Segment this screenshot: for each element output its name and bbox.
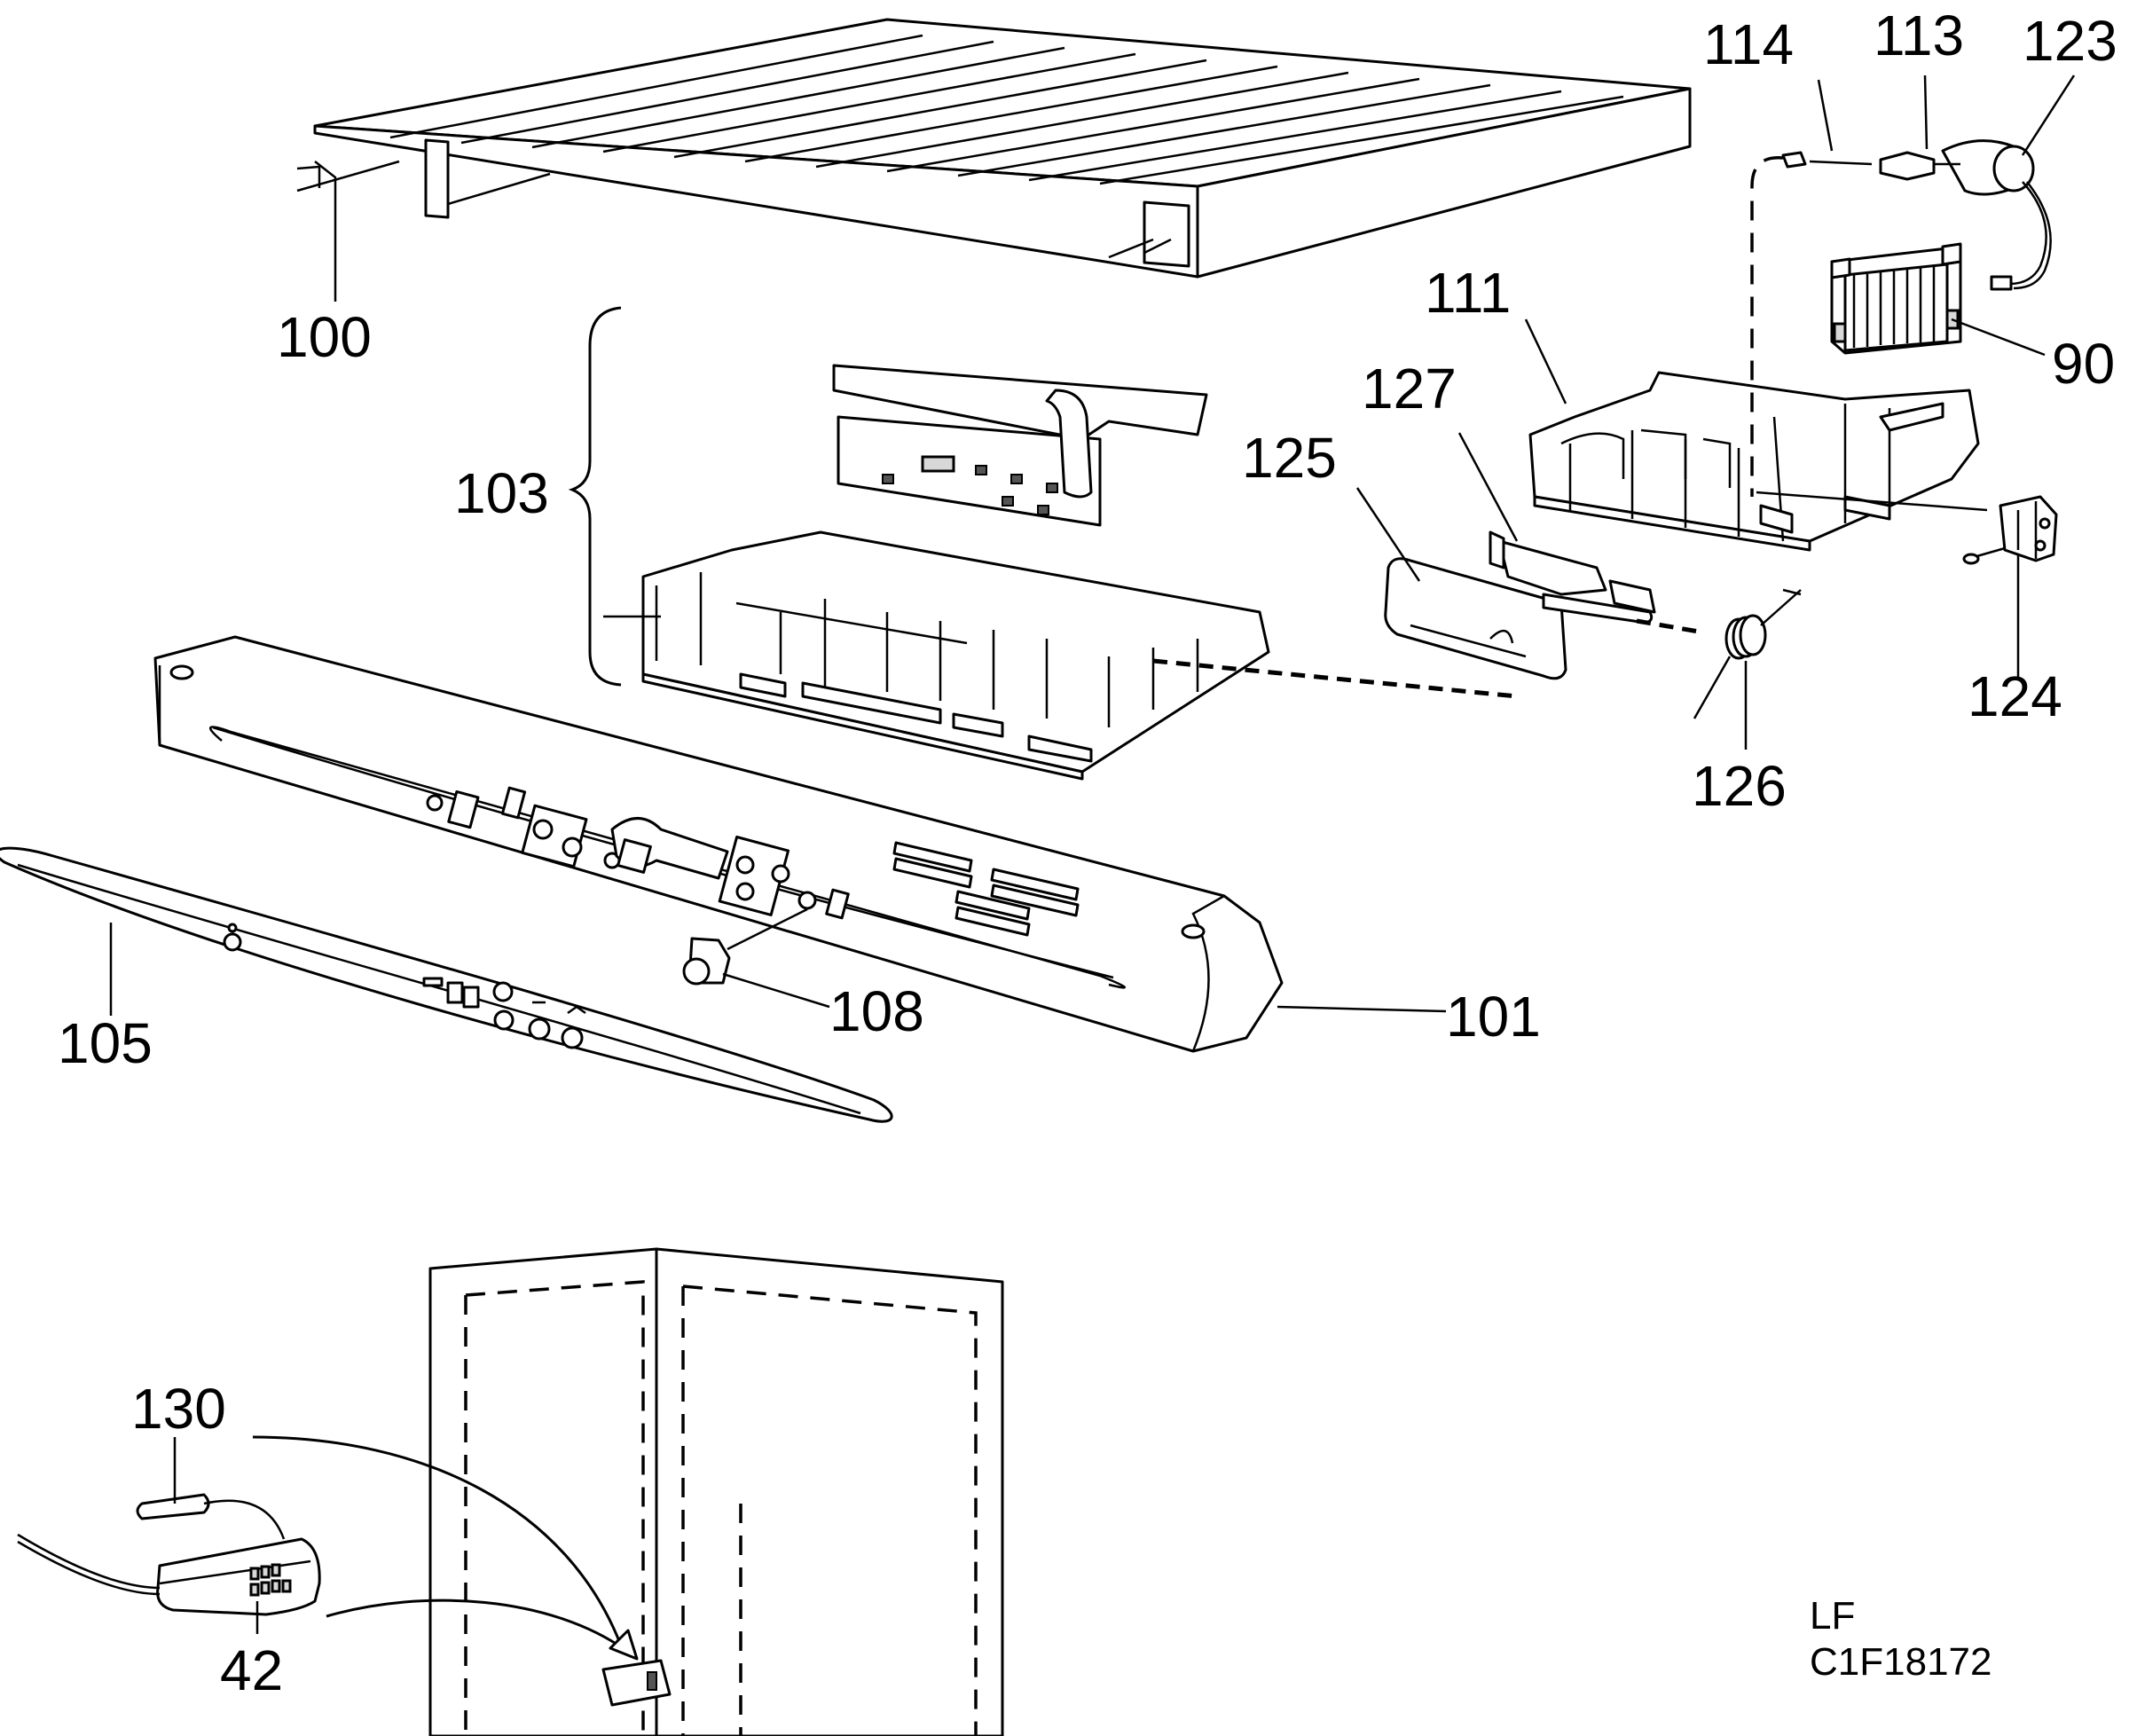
- callout-100: 100: [277, 305, 372, 369]
- sensor-module-part: [17, 1493, 321, 1616]
- callout-113: 113: [1874, 4, 1964, 67]
- cabinet-outline: [428, 1247, 1004, 1736]
- top-cover-part: [296, 18, 1692, 279]
- assembly-path-dashed-2: [1636, 618, 1700, 634]
- push-button-part: [682, 907, 830, 1009]
- callout-125: 125: [1242, 426, 1337, 490]
- install-arrows: [252, 1435, 639, 1661]
- callout-101: 101: [1446, 985, 1541, 1049]
- transformer-part: [1830, 242, 1962, 355]
- callout-126: 126: [1692, 754, 1787, 818]
- drawing-ref-line1: LF: [1810, 1594, 1855, 1638]
- leader-lines: [109, 75, 2076, 1634]
- hinge-part: [1962, 495, 2058, 565]
- drawing-ref-line2: C1F18172: [1810, 1640, 1992, 1684]
- spring-part: [1693, 588, 1802, 719]
- front-panel-part: [153, 635, 1284, 1053]
- latch-part: [1384, 530, 1656, 680]
- callout-124: 124: [1968, 664, 2062, 728]
- callout-130: 130: [131, 1377, 226, 1441]
- assembly-bracket: [568, 306, 622, 687]
- callout-103: 103: [454, 461, 549, 525]
- callout-111: 111: [1425, 261, 1511, 325]
- power-cable-part: [1781, 139, 2052, 291]
- decor-strip-part: [0, 846, 893, 1123]
- assembly-path-dashed: [1152, 658, 1518, 699]
- control-housing-part: [603, 364, 1270, 781]
- callout-123: 123: [2023, 9, 2117, 73]
- callout-105: 105: [58, 1011, 153, 1075]
- callout-90: 90: [2052, 332, 2115, 396]
- callout-114: 114: [1703, 12, 1794, 76]
- callout-42: 42: [220, 1638, 283, 1702]
- rear-housing-part: [1528, 371, 1988, 552]
- vent-slots: [892, 841, 1080, 937]
- callout-127: 127: [1362, 357, 1457, 420]
- callout-108: 108: [829, 979, 924, 1043]
- wire-route-dashed: [1750, 156, 1784, 497]
